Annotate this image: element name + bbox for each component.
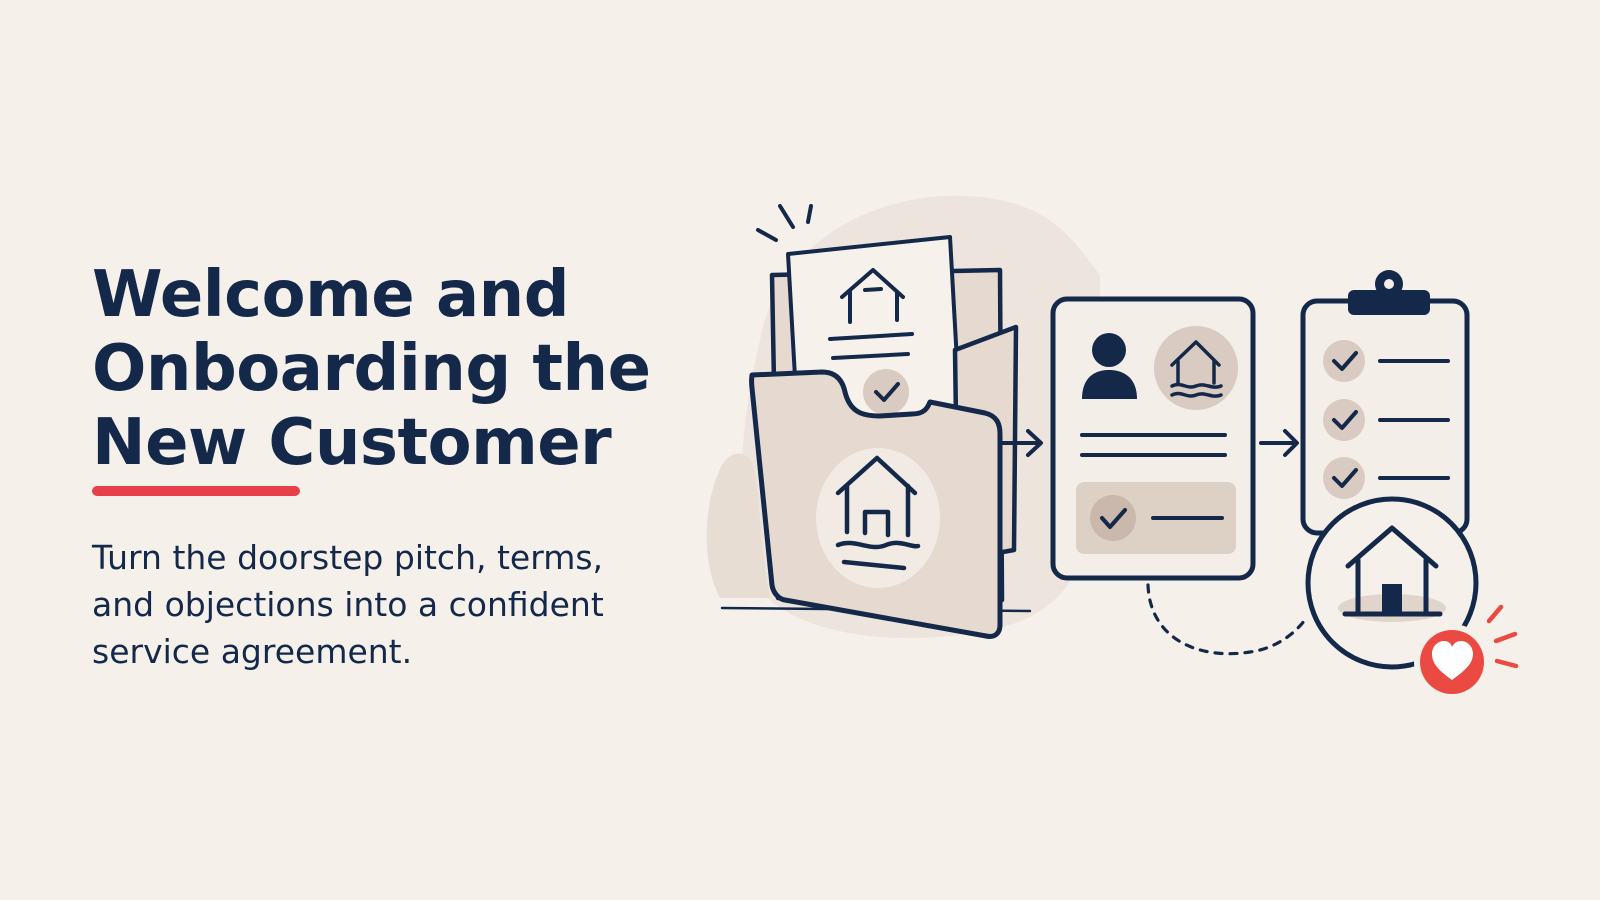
text-block: Welcome and Onboarding the New Customer … — [92, 258, 652, 675]
person-icon — [1082, 333, 1137, 399]
check-icon — [874, 382, 900, 402]
title-line: Welcome and — [92, 258, 570, 332]
flood-house-icon — [835, 455, 921, 571]
heart-icon — [1414, 604, 1519, 700]
title-line: New Customer — [92, 406, 612, 480]
slide-title: Welcome and Onboarding the New Customer — [92, 258, 652, 480]
check-icon — [1100, 508, 1127, 529]
arrow-right-icon — [1000, 429, 1043, 457]
profile-card — [1050, 296, 1256, 581]
subtitle-line: Turn the doorstep pitch, terms, — [92, 538, 604, 577]
sparkle-icon — [1486, 604, 1519, 669]
clipboard-icon — [1300, 270, 1470, 536]
subtitle-line: and objections into a confident — [92, 585, 604, 624]
sparkle-icon — [756, 204, 813, 242]
folder-icon — [749, 369, 1003, 639]
leaf-shape — [706, 453, 770, 598]
flood-circle — [1154, 326, 1238, 410]
arrow-right-icon — [1259, 429, 1299, 457]
checklist — [1323, 340, 1450, 499]
title-underline — [92, 486, 300, 496]
slide-subtitle: Turn the doorstep pitch, terms, and obje… — [92, 534, 652, 675]
dashed-connector — [1146, 583, 1308, 656]
flood-house-icon — [1170, 340, 1223, 398]
check-circle — [863, 369, 909, 415]
home-circle — [1305, 496, 1479, 670]
house-icon — [840, 268, 905, 324]
subtitle-line: service agreement. — [92, 632, 413, 671]
title-line: Onboarding the — [92, 332, 651, 406]
